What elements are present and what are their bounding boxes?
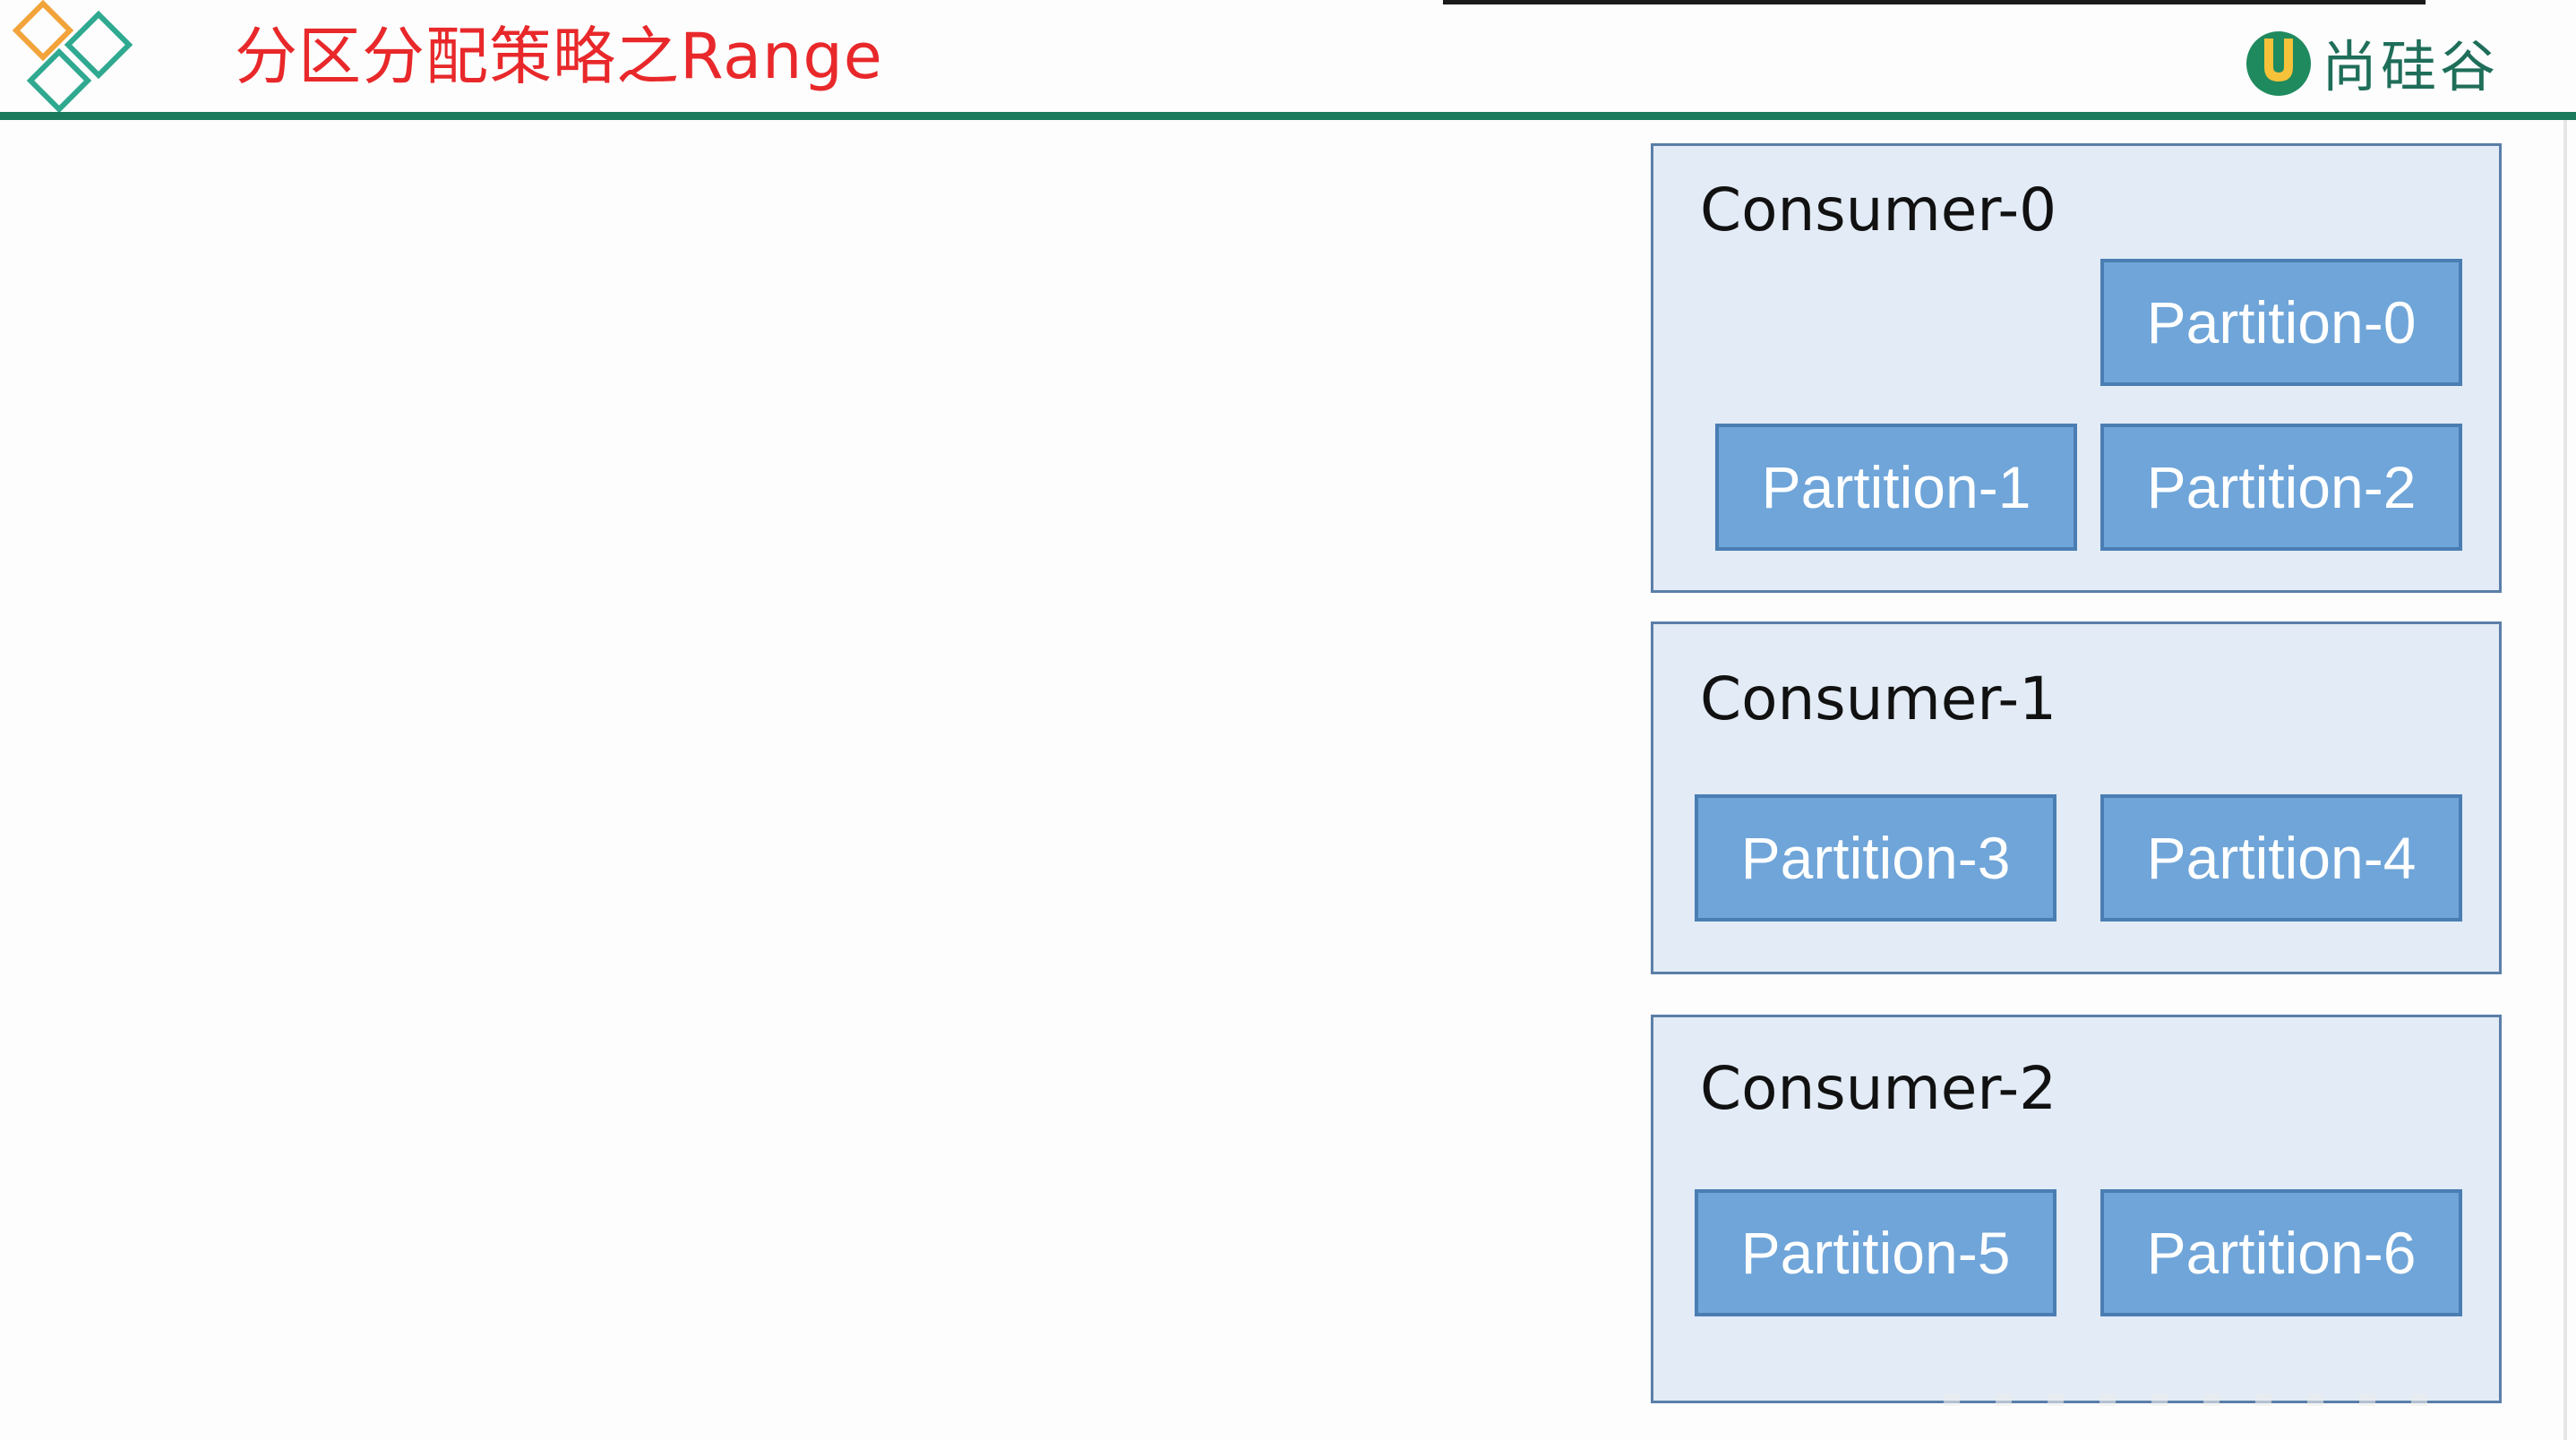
u-mark-icon	[2246, 31, 2311, 96]
consumer-group-2: Consumer-2 Partition-5 Partition-6	[1651, 1015, 2502, 1403]
partition-box: Partition-0	[2100, 259, 2462, 386]
partition-box: Partition-6	[2100, 1189, 2462, 1316]
consumer-label: Consumer-2	[1700, 1054, 2057, 1123]
consumer-label: Consumer-1	[1700, 664, 2057, 733]
top-divider	[1443, 0, 2426, 4]
slide-title: 分区分配策略之Range	[235, 20, 883, 93]
faint-watermark	[1944, 1393, 2463, 1406]
consumer-label: Consumer-0	[1700, 176, 2057, 244]
consumer-group-0: Consumer-0 Partition-0 Partition-1 Parti…	[1651, 143, 2502, 593]
partition-box: Partition-1	[1715, 424, 2077, 551]
header-underline	[0, 112, 2576, 120]
brand-logo: 尚硅谷	[2243, 21, 2499, 102]
diamond-logo-icon	[7, 0, 142, 115]
partition-box: Partition-5	[1695, 1189, 2057, 1316]
partition-box: Partition-4	[2100, 794, 2462, 921]
brand-name: 尚硅谷	[2322, 34, 2500, 99]
partition-box: Partition-2	[2100, 424, 2462, 551]
consumer-group-1: Consumer-1 Partition-3 Partition-4	[1651, 621, 2502, 974]
page-edge	[2563, 120, 2567, 1440]
partition-box: Partition-3	[1695, 794, 2057, 921]
